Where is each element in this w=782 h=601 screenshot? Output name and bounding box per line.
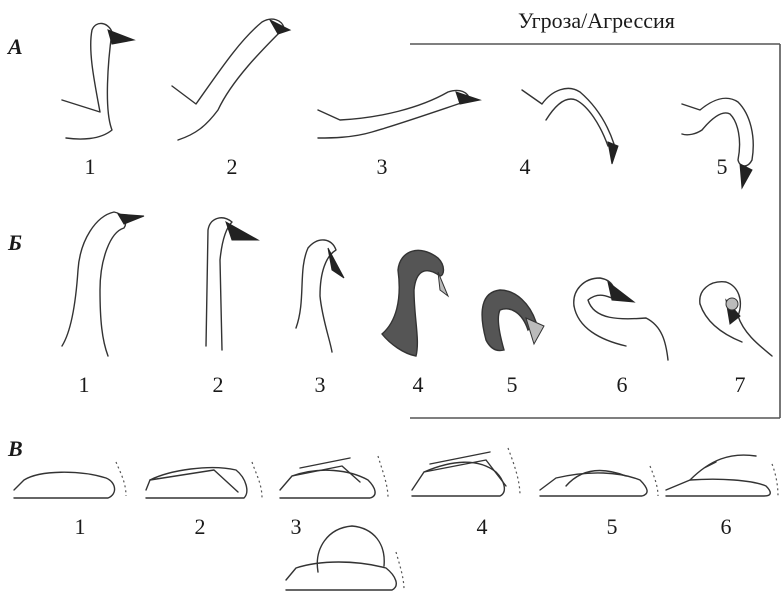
row-c-number: 1 <box>75 514 86 540</box>
row-label-b: Б <box>8 230 22 256</box>
row-a-number: 4 <box>520 154 531 180</box>
row-c-number: 5 <box>607 514 618 540</box>
row-c-number: 3 <box>291 514 302 540</box>
row-b-number: 5 <box>507 372 518 398</box>
row-b-number: 3 <box>315 372 326 398</box>
row-b-number: 2 <box>213 372 224 398</box>
row-b-number: 7 <box>735 372 746 398</box>
posture-c3 <box>280 456 388 498</box>
posture-c5 <box>540 466 658 496</box>
posture-b5 <box>482 290 544 351</box>
posture-b2 <box>206 218 258 350</box>
row-b-number: 1 <box>79 372 90 398</box>
posture-a3 <box>318 90 480 138</box>
row-a-number: 3 <box>377 154 388 180</box>
posture-c7 <box>286 526 404 590</box>
row-b-number: 4 <box>413 372 424 398</box>
posture-c6 <box>666 455 778 496</box>
threat-aggression-title: Угроза/Агрессия <box>518 8 675 34</box>
row-a-number: 5 <box>717 154 728 180</box>
row-c-number: 4 <box>477 514 488 540</box>
row-label-c: В <box>8 436 23 462</box>
posture-c4 <box>412 448 520 496</box>
row-c-number: 2 <box>195 514 206 540</box>
posture-b7 <box>700 282 772 356</box>
row-a-number: 1 <box>85 154 96 180</box>
posture-b6 <box>574 278 668 360</box>
posture-a1 <box>62 23 134 139</box>
posture-b3 <box>296 240 344 352</box>
row-b-number: 6 <box>617 372 628 398</box>
row-label-a: А <box>8 34 23 60</box>
posture-c1 <box>14 462 126 498</box>
posture-b4 <box>382 250 448 356</box>
row-c-number: 6 <box>721 514 732 540</box>
posture-a2 <box>172 19 290 140</box>
posture-a4 <box>522 88 618 164</box>
posture-c2 <box>146 462 262 498</box>
posture-b1 <box>62 212 144 356</box>
row-a-number: 2 <box>227 154 238 180</box>
